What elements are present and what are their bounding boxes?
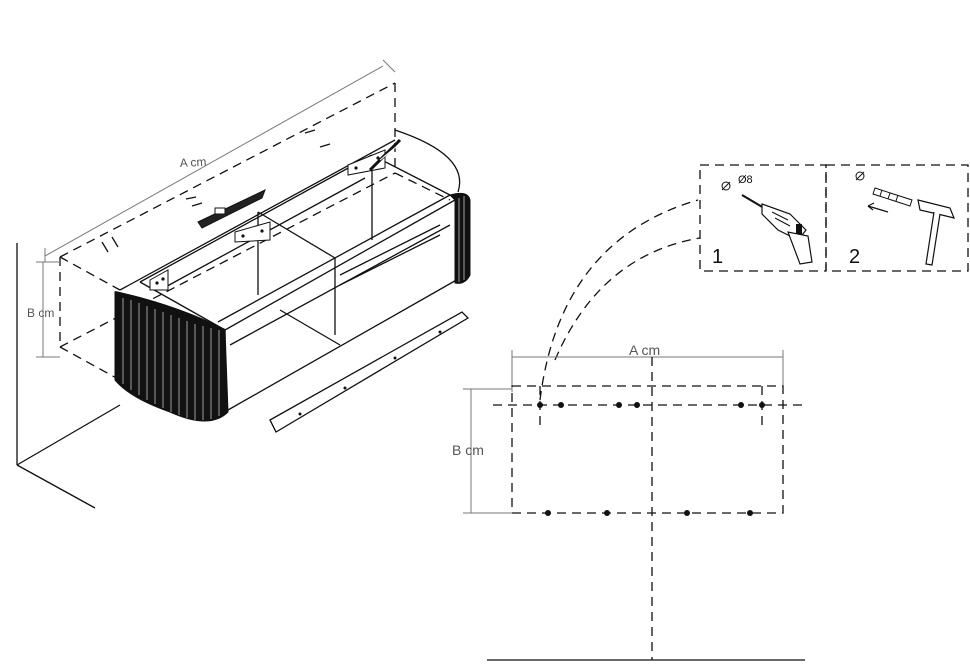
step-box-2: 2 xyxy=(825,164,969,272)
drill-size-label: Ø8 xyxy=(738,174,753,186)
hanging-rail xyxy=(197,189,266,229)
bottom-holes xyxy=(545,510,753,516)
dimension-a-iso: A cm xyxy=(44,59,396,262)
drill-hole-icon xyxy=(721,181,731,191)
drill-hole-icon-2 xyxy=(855,171,865,181)
wall-bracket-left xyxy=(149,269,169,291)
cabinet-outline xyxy=(511,385,784,514)
loose-rail xyxy=(269,311,470,433)
top-holes xyxy=(537,402,765,408)
step-1-number: 1 xyxy=(712,246,723,268)
isometric-view: A cm B cm xyxy=(16,59,471,509)
dimension-a-iso-label: A cm xyxy=(179,155,206,170)
step-box-1: 1 Ø8 xyxy=(699,164,827,272)
dimension-b-plan-label: B cm xyxy=(452,442,484,458)
cabinet xyxy=(114,129,471,422)
dimension-a-plan-label: A cm xyxy=(629,342,660,358)
dimension-b-iso-label: B cm xyxy=(27,306,54,320)
curved-guide-lines xyxy=(539,199,701,401)
wall-hole-markers xyxy=(101,129,331,253)
drill-icon xyxy=(741,194,813,265)
dimension-a-plan: A cm xyxy=(511,342,784,392)
wall-bracket-right xyxy=(347,149,386,176)
step-2-number: 2 xyxy=(849,246,860,268)
dimension-b-iso: B cm xyxy=(27,261,60,358)
dimension-b-plan: B cm xyxy=(452,388,512,514)
right-fluted-panel xyxy=(449,192,471,284)
wall-plan: A cm B cm xyxy=(452,342,808,661)
wall-plug-icon xyxy=(867,187,913,213)
left-fluted-panel xyxy=(114,291,229,422)
wall-outline xyxy=(16,243,121,509)
wall-bracket-middle xyxy=(234,221,271,243)
hammer-icon xyxy=(917,199,955,266)
screwdriver-icon xyxy=(368,138,403,172)
